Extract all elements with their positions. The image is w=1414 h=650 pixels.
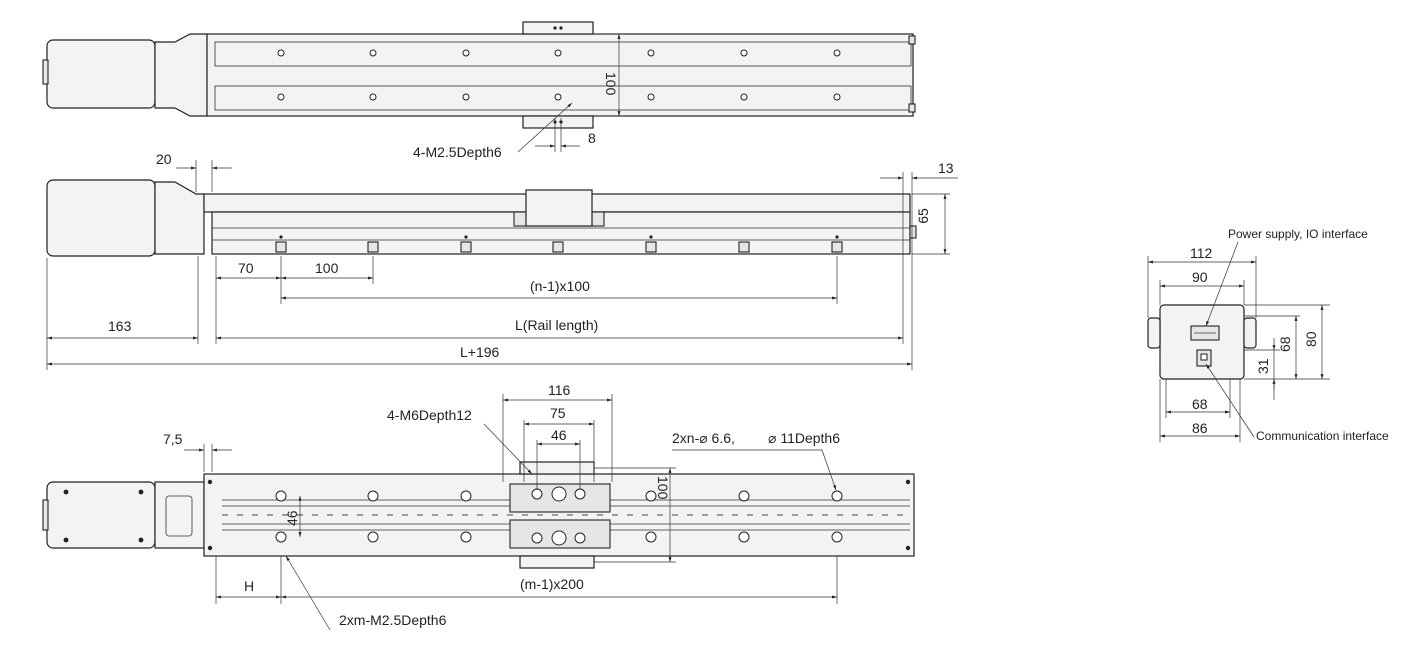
rail-slot-lower	[214, 85, 912, 111]
bottom-dim-46: 46	[551, 427, 567, 443]
end-dim-90: 90	[1192, 269, 1208, 285]
side-dim-pitch: (n-1)x100	[530, 278, 590, 294]
bottom-dim-7-5: 7,5	[163, 431, 183, 447]
side-view: 20 13 65 70 100 (n-1)x100 163 L(Rail len…	[46, 151, 958, 370]
end-view: Power supply, IO interface Communication…	[1147, 227, 1389, 443]
top-dim-8: 8	[588, 130, 596, 146]
side-dim-rail: L(Rail length)	[515, 317, 598, 333]
motor-connector-bottom	[42, 499, 49, 531]
end-cap-side	[909, 225, 917, 239]
end-dim-80: 80	[1303, 331, 1319, 347]
end-cap-bottom	[908, 103, 916, 113]
bottom-dim-h: H	[244, 578, 254, 594]
bottom-label-m6: 4-M6Depth12	[387, 407, 472, 423]
carriage-side	[525, 189, 593, 227]
side-dim-total: L+196	[460, 344, 500, 360]
bottom-label-holes-b: ⌀ 11Depth6	[768, 430, 840, 446]
motor-adapter	[154, 33, 208, 117]
top-dim-100: 100	[603, 72, 619, 96]
end-label-comm: Communication interface	[1256, 429, 1389, 443]
access-cover	[165, 495, 193, 537]
bottom-dim-116: 116	[548, 382, 571, 398]
end-label-power: Power supply, IO interface	[1228, 227, 1368, 241]
carriage-top	[522, 21, 594, 35]
bottom-dim-m-pitch: (m-1)x200	[520, 576, 584, 592]
carriage-hole	[553, 26, 557, 30]
bottom-view: 7,5 116 75 46 4-M6Depth12 2xn-⌀ 6.6, ⌀ 1…	[42, 382, 915, 631]
rail-slot-upper	[214, 41, 912, 67]
top-view: 100 8 4-M2.5Depth6	[42, 21, 916, 160]
motor-housing	[46, 39, 156, 109]
bottom-label-holes-a: 2xn-⌀ 6.6,	[672, 430, 735, 446]
carriage-top-plate	[519, 461, 595, 475]
end-dim-112: 112	[1190, 245, 1213, 261]
end-side-tab-right	[1243, 317, 1257, 349]
end-side-tab-left	[1147, 317, 1161, 349]
carriage-bottom-plate	[519, 555, 595, 569]
side-bolts	[275, 235, 843, 253]
end-dim-86: 86	[1192, 420, 1208, 436]
end-cap-top	[908, 35, 916, 45]
side-dim-13: 13	[938, 160, 954, 176]
motor-connector	[42, 59, 49, 85]
motor-adapter-side	[154, 181, 205, 255]
end-dim-68: 68	[1192, 396, 1208, 412]
carriage-bottom	[522, 115, 594, 129]
bottom-dim-46-vertical: 46	[284, 510, 300, 526]
end-housing	[1159, 304, 1245, 380]
top-label-holes: 4-M2.5Depth6	[413, 144, 502, 160]
side-dim-70: 70	[238, 260, 254, 276]
end-dim-68-vertical: 68	[1277, 336, 1293, 352]
side-dim-65: 65	[915, 208, 931, 224]
top-mount-holes	[277, 49, 841, 101]
motor-housing-side	[46, 179, 156, 257]
side-dim-100: 100	[315, 260, 339, 276]
bottom-bolt-holes	[275, 490, 843, 543]
bottom-dim-100: 100	[655, 476, 671, 500]
carriage-hole	[559, 26, 563, 30]
side-dim-20: 20	[156, 151, 172, 167]
bottom-label-m25: 2xm-M2.5Depth6	[339, 612, 447, 628]
adapter-bottom	[154, 481, 205, 549]
side-dim-163: 163	[108, 318, 132, 334]
end-dim-31: 31	[1255, 358, 1271, 374]
bottom-dim-75: 75	[550, 405, 566, 421]
rail-body-top	[206, 33, 914, 117]
